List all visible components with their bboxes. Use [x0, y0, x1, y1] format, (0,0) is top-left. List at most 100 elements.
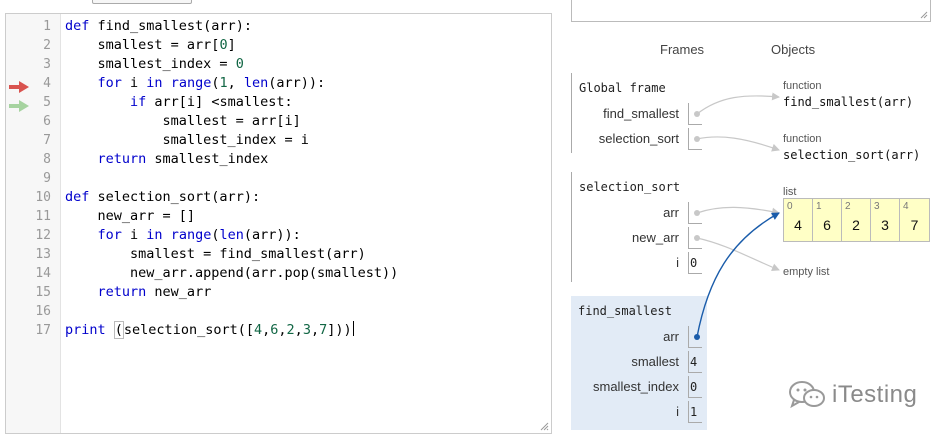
line-number: 9 — [43, 171, 51, 186]
selection-sort-frame: selection_sort — [571, 172, 711, 282]
code-line[interactable]: 9 — [6, 169, 551, 188]
object-type-label: function — [783, 80, 822, 92]
frame-title: find_smallest — [578, 304, 672, 318]
var-value-smallest: 4 — [690, 355, 698, 369]
var-box-arr — [688, 326, 702, 348]
list-index: 0 — [787, 201, 793, 212]
code-line[interactable]: 5 if arr[i] <smallest: — [6, 93, 551, 112]
object-type-label: function — [783, 133, 822, 145]
code-text: for i in range(len(arr)): — [97, 227, 301, 243]
var-name-find-smallest: find_smallest — [603, 106, 679, 121]
list-value: 4 — [794, 217, 802, 233]
var-name-arr: arr — [663, 329, 679, 344]
function-object-selection-sort: selection_sort(arr) — [783, 148, 921, 162]
code-text: def find_smallest(arr): — [65, 18, 252, 34]
list-index: 2 — [845, 201, 851, 212]
code-text: return smallest_index — [97, 151, 269, 167]
code-text: for i in range(1, len(arr)): — [97, 75, 326, 91]
code-line[interactable]: 14 new_arr.append(arr.pop(smallest)) — [6, 264, 551, 283]
var-box-selection-sort — [688, 128, 702, 150]
code-line[interactable]: 3 smallest_index = 0 — [6, 55, 551, 74]
resize-grip-icon[interactable] — [920, 11, 928, 19]
code-line[interactable]: 15 return new_arr — [6, 283, 551, 302]
current-line-arrow-icon — [9, 81, 29, 93]
var-box-arr — [688, 202, 702, 224]
line-number: 3 — [43, 57, 51, 72]
next-line-arrow-icon — [9, 100, 29, 112]
code-line[interactable]: 11 new_arr = [] — [6, 207, 551, 226]
watermark: iTesting — [788, 380, 917, 410]
program-output-box[interactable] — [571, 0, 931, 22]
line-number: 11 — [35, 209, 51, 224]
pointer-dot — [694, 235, 700, 241]
code-text: smallest_index = 0 — [65, 56, 244, 72]
list-value: 6 — [823, 217, 831, 233]
code-editor[interactable]: 1 def find_smallest(arr): 2 smallest = arr… — [5, 13, 552, 434]
line-number: 14 — [35, 266, 51, 281]
code-text: smallest = arr[i] — [65, 113, 301, 129]
list-index: 4 — [903, 201, 909, 212]
pointer-dot — [694, 111, 700, 117]
code-line[interactable]: 4 for i in range(1, len(arr)): — [6, 74, 551, 93]
code-line[interactable]: 12 for i in range(len(arr)): — [6, 226, 551, 245]
code-line[interactable]: 8 return smallest_index — [6, 150, 551, 169]
line-number: 10 — [35, 190, 51, 205]
code-text: print (selection_sort([4,6,2,3,7])) — [65, 321, 354, 339]
pointer-dot-active — [694, 334, 700, 340]
var-value-smallest-index: 0 — [690, 380, 698, 394]
resize-grip-icon[interactable] — [539, 421, 549, 431]
var-value-i: 0 — [690, 256, 698, 270]
code-text: smallest = arr[0] — [65, 37, 236, 53]
var-value-i: 1 — [690, 405, 698, 419]
line-number: 4 — [43, 76, 51, 91]
code-line[interactable]: 6 smallest = arr[i] — [6, 112, 551, 131]
line-number: 1 — [43, 19, 51, 34]
line-number: 16 — [35, 304, 51, 319]
code-text: new_arr.append(arr.pop(smallest)) — [65, 265, 399, 281]
wechat-icon — [789, 381, 825, 409]
var-box-smallest — [688, 351, 702, 373]
line-number: 13 — [35, 247, 51, 262]
list-index: 3 — [874, 201, 880, 212]
var-name-arr: arr — [663, 205, 679, 220]
line-number: 5 — [43, 95, 51, 110]
code-line[interactable]: 13 smallest = find_smallest(arr) — [6, 245, 551, 264]
code-line[interactable]: 7 smallest_index = i — [6, 131, 551, 150]
var-name-smallest: smallest — [631, 354, 679, 369]
line-number: 6 — [43, 114, 51, 129]
frame-title: Global frame — [579, 81, 666, 95]
pointer-dot — [694, 136, 700, 142]
list-value: 7 — [910, 217, 919, 233]
code-text: return new_arr — [97, 284, 212, 300]
var-box-smallest-index — [688, 376, 702, 398]
code-text: smallest = find_smallest(arr) — [65, 246, 366, 262]
var-box-new-arr — [688, 227, 702, 249]
global-frame: Global frame — [571, 73, 711, 153]
frame-title: selection_sort — [579, 180, 681, 194]
list-value: 3 — [881, 217, 889, 233]
code-line[interactable]: 1 def find_smallest(arr): — [6, 17, 551, 36]
code-text: smallest_index = i — [65, 132, 309, 148]
var-box-i — [688, 252, 702, 274]
top-control-stub[interactable] — [92, 0, 192, 4]
function-object-find-smallest: find_smallest(arr) — [783, 95, 914, 109]
line-number: 2 — [43, 38, 51, 53]
code-line[interactable]: 16 — [6, 302, 551, 321]
code-line[interactable]: 2 smallest = arr[0] — [6, 36, 551, 55]
pointer-dot — [694, 210, 700, 216]
var-name-i: i — [676, 404, 679, 419]
line-number: 12 — [35, 228, 51, 243]
var-name-smallest-index: smallest_index — [593, 379, 679, 394]
var-name-new-arr: new_arr — [632, 230, 679, 245]
line-number: 8 — [43, 152, 51, 167]
object-type-label: list — [783, 186, 797, 198]
empty-list-label: empty list — [783, 266, 830, 278]
watermark-text: iTesting — [832, 381, 918, 408]
